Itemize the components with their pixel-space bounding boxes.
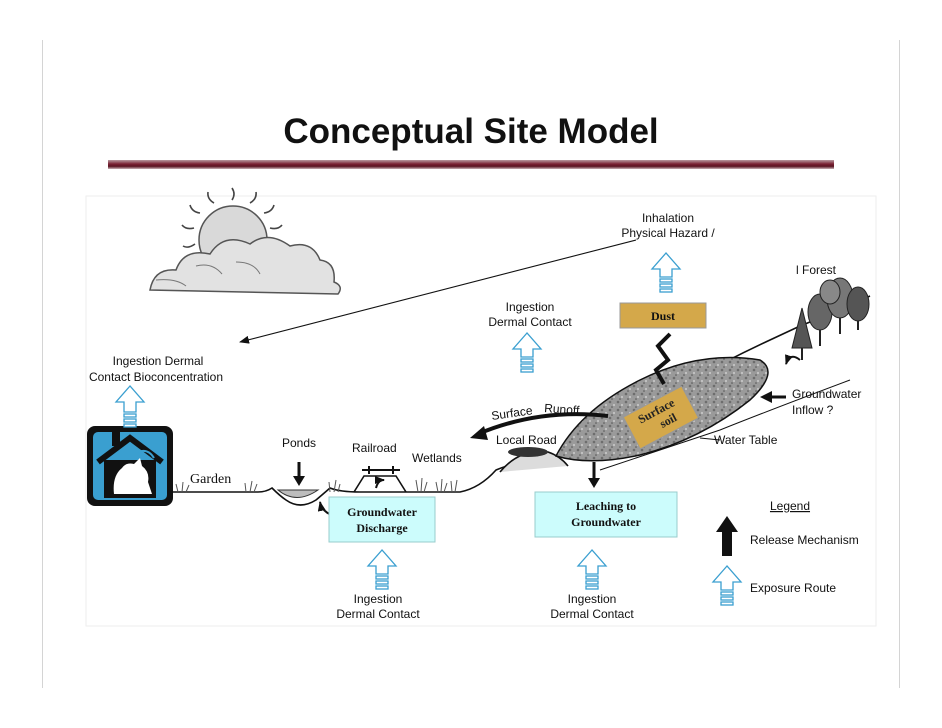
leaching-label-1: Leaching to bbox=[576, 499, 636, 513]
legend-release-label: Release Mechanism bbox=[750, 533, 859, 547]
wetlands-label: Wetlands bbox=[412, 451, 462, 465]
house-icon bbox=[87, 426, 173, 506]
surface-runoff-label-1: Surface bbox=[490, 403, 533, 423]
groundwater-inflow-label-1: Groundwater bbox=[792, 387, 861, 401]
right-slide-edge bbox=[899, 40, 900, 688]
railroad-release-arrow bbox=[374, 476, 385, 489]
gw-discharge-label-2: Discharge bbox=[356, 521, 408, 535]
ingestion-bottom-left-label-1: Ingestion bbox=[354, 592, 403, 606]
surface-runoff-arrowhead bbox=[470, 426, 488, 440]
groundwater-inflow-arrow bbox=[760, 391, 786, 403]
ingestion-top-label-1: Ingestion bbox=[506, 300, 555, 314]
surface-runoff-arrow bbox=[477, 412, 609, 436]
exposure-arrow-bottom-left bbox=[366, 549, 398, 590]
legend-title: Legend bbox=[770, 499, 810, 513]
dust-box bbox=[619, 302, 707, 329]
forest-release-arrow bbox=[785, 354, 801, 365]
ingestion-bottom-left-label-2: Dermal Contact bbox=[336, 607, 420, 621]
leaching-arrow bbox=[588, 462, 600, 488]
ponds-inflow-arrow bbox=[293, 462, 305, 486]
water-table-pointer bbox=[699, 437, 721, 441]
water-table-label: Water Table bbox=[714, 433, 778, 447]
slide-title: Conceptual Site Model bbox=[283, 112, 659, 151]
dust-label: Dust bbox=[651, 309, 675, 323]
cloud-icon bbox=[149, 236, 341, 295]
groundwater-discharge-box bbox=[328, 496, 436, 543]
surface-runoff-label-2: Runoff bbox=[544, 401, 581, 417]
groundwater-inflow-label-2: Inflow ? bbox=[792, 403, 834, 417]
legend bbox=[711, 516, 743, 606]
wetlands-vegetation bbox=[328, 477, 458, 493]
ingestion-top-label-2: Dermal Contact bbox=[488, 315, 572, 329]
gw-discharge-label-1: Groundwater bbox=[347, 505, 417, 519]
forest-label: l Forest bbox=[796, 263, 837, 277]
ingestion-bottom-right-label-1: Ingestion bbox=[568, 592, 617, 606]
local-road-label: Local Road bbox=[496, 433, 557, 447]
house-route-label-1: Ingestion Dermal bbox=[113, 354, 204, 368]
exposure-arrow-inhalation bbox=[650, 252, 682, 293]
forest-trees-icon bbox=[791, 277, 870, 360]
railroad-label: Railroad bbox=[352, 441, 397, 455]
water-table-line bbox=[599, 379, 851, 471]
ponds-label: Ponds bbox=[282, 436, 316, 450]
legend-exposure-label: Exposure Route bbox=[750, 581, 836, 595]
ingestion-bottom-right-label-2: Dermal Contact bbox=[550, 607, 634, 621]
garden-vegetation bbox=[175, 480, 258, 493]
railroad-embankment bbox=[353, 466, 407, 493]
leaching-label-2: Groundwater bbox=[571, 515, 641, 529]
legend-release-arrow-icon bbox=[716, 516, 738, 556]
leaching-box bbox=[534, 491, 678, 538]
dust-release-zigzag bbox=[653, 332, 672, 385]
exposure-arrow-bottom-right bbox=[576, 549, 608, 590]
local-road-embankment bbox=[499, 447, 569, 473]
left-slide-edge bbox=[42, 40, 43, 688]
garden-label: Garden bbox=[190, 472, 231, 487]
title-rule bbox=[108, 160, 834, 169]
house-route-label-2: Contact Bioconcentration bbox=[89, 370, 223, 384]
exposure-arrow-ingestion-top bbox=[511, 332, 543, 373]
inhalation-label-1: Inhalation bbox=[642, 211, 694, 225]
surface-soil-label-box bbox=[622, 385, 700, 450]
legend-exposure-arrow-icon bbox=[711, 565, 743, 606]
airborne-transport-arrow bbox=[239, 239, 637, 344]
pond-shape bbox=[276, 489, 320, 498]
exposure-arrow-house bbox=[114, 385, 146, 428]
inhalation-label-2: Physical Hazard / bbox=[621, 226, 715, 240]
